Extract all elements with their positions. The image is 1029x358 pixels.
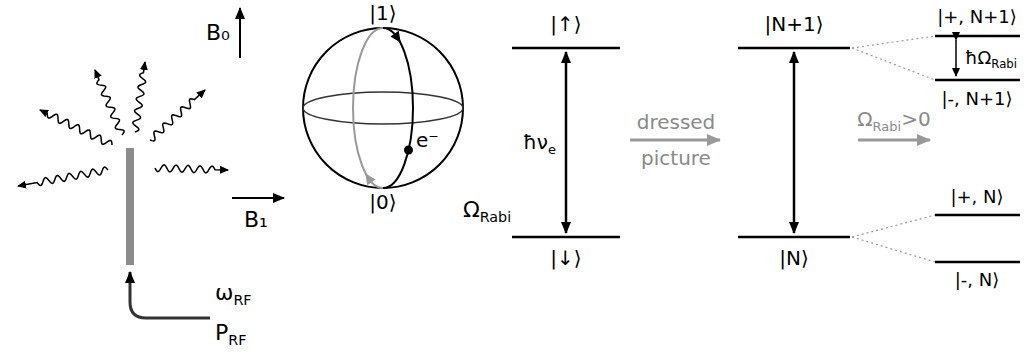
radiated-wave (155, 165, 228, 173)
rf-feed-arrow (130, 272, 210, 318)
antenna (126, 148, 134, 265)
state-label: |N+1⟩ (765, 12, 824, 36)
energy-level (738, 236, 850, 239)
frequency-label: ΩRabi (463, 197, 511, 223)
particle-label: e⁻ (416, 128, 439, 152)
radiated-wave (150, 90, 205, 141)
process-arrow (630, 139, 720, 142)
state-label: |1⟩ (369, 1, 396, 25)
splitting-arrow (955, 40, 957, 76)
dressed-state-label: |+, N+1⟩ (937, 6, 1017, 28)
b0-arrow (239, 8, 241, 58)
dressed-state-label: |+, N⟩ (950, 186, 1003, 208)
precession-arrowhead (361, 170, 375, 185)
state-label: |↑⟩ (550, 12, 581, 36)
energy-level (935, 79, 1020, 82)
radiated-wave (18, 167, 108, 186)
process-label: dressed picture (631, 104, 721, 176)
energy-level (512, 47, 620, 50)
splitting-guides (852, 36, 935, 262)
energy-level (738, 47, 850, 50)
state-label: |↓⟩ (550, 246, 581, 270)
transition-arrow (565, 52, 568, 233)
dressed-state-label: |-, N⟩ (955, 269, 1000, 291)
bloch-sphere (303, 28, 463, 188)
equator (303, 92, 463, 124)
radiated-wave (95, 70, 124, 135)
radiated-wave (40, 110, 112, 145)
dressed-state-label: |-, N+1⟩ (941, 88, 1012, 110)
electron-dot (404, 146, 413, 155)
field-label: B₀ (206, 20, 230, 46)
radiated-wave (133, 62, 146, 132)
b1-arrow (232, 197, 284, 199)
process-arrow (858, 139, 930, 142)
energy-level (512, 236, 620, 239)
energy-label: ħνe (523, 130, 556, 154)
condition-label: ΩRabi>0 (857, 107, 930, 131)
meridian-back (353, 28, 383, 188)
drive-frequency-label: ωRF (215, 280, 252, 306)
state-label: |0⟩ (369, 190, 396, 214)
precession-arrowhead (390, 31, 404, 46)
energy-level (935, 214, 1020, 217)
meridian-front (383, 28, 413, 188)
energy-level (935, 261, 1020, 264)
splitting-label: ħΩRabi (965, 47, 1017, 69)
drive-power-label: PRF (215, 320, 246, 346)
transition-arrow (793, 52, 796, 233)
state-label: |N⟩ (779, 246, 809, 270)
field-label: B₁ (244, 207, 268, 233)
energy-level (935, 35, 1020, 38)
